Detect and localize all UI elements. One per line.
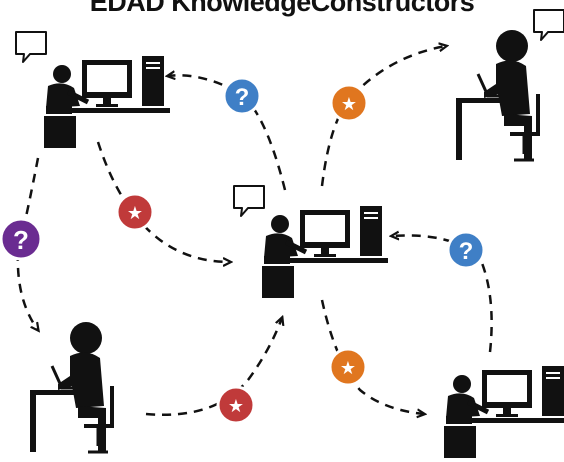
- laptop-user-bottom-left: [28, 320, 116, 454]
- arrow-center-to-bottomright: [320, 299, 424, 414]
- workstation-center: [233, 185, 388, 298]
- question-icon: ?: [13, 225, 29, 255]
- speech-bubble-icon: [233, 185, 265, 217]
- star-icon: ★: [228, 396, 244, 417]
- speech-bubble-icon: [15, 31, 47, 63]
- workstation-top-left: [15, 31, 170, 148]
- question-badge-blue-right: ?: [446, 230, 486, 270]
- speech-bubble-icon: [533, 9, 564, 41]
- arrow-bottomleft-to-center: [145, 318, 282, 416]
- diagram-title: EDAD KnowledgeConstructors: [89, 0, 475, 17]
- star-badge-orange-top: ★: [329, 83, 369, 123]
- question-icon: ?: [459, 238, 474, 265]
- workstation-bottom-right: [444, 366, 564, 458]
- star-badge-red-bottom: ★: [216, 385, 256, 425]
- question-badge-blue-top: ?: [222, 76, 262, 116]
- star-icon: ★: [127, 203, 143, 224]
- question-icon: ?: [235, 84, 250, 111]
- star-badge-orange-bottom: ★: [328, 347, 368, 387]
- arrow-center-to-topleft: [168, 75, 287, 191]
- star-badge-red-left: ★: [115, 192, 155, 232]
- laptop-user-top-right: [454, 9, 564, 162]
- star-icon: ★: [341, 94, 357, 115]
- question-badge-purple-left: ?: [0, 217, 43, 261]
- arrow-topleft-to-center: [96, 141, 230, 262]
- star-icon: ★: [340, 358, 356, 379]
